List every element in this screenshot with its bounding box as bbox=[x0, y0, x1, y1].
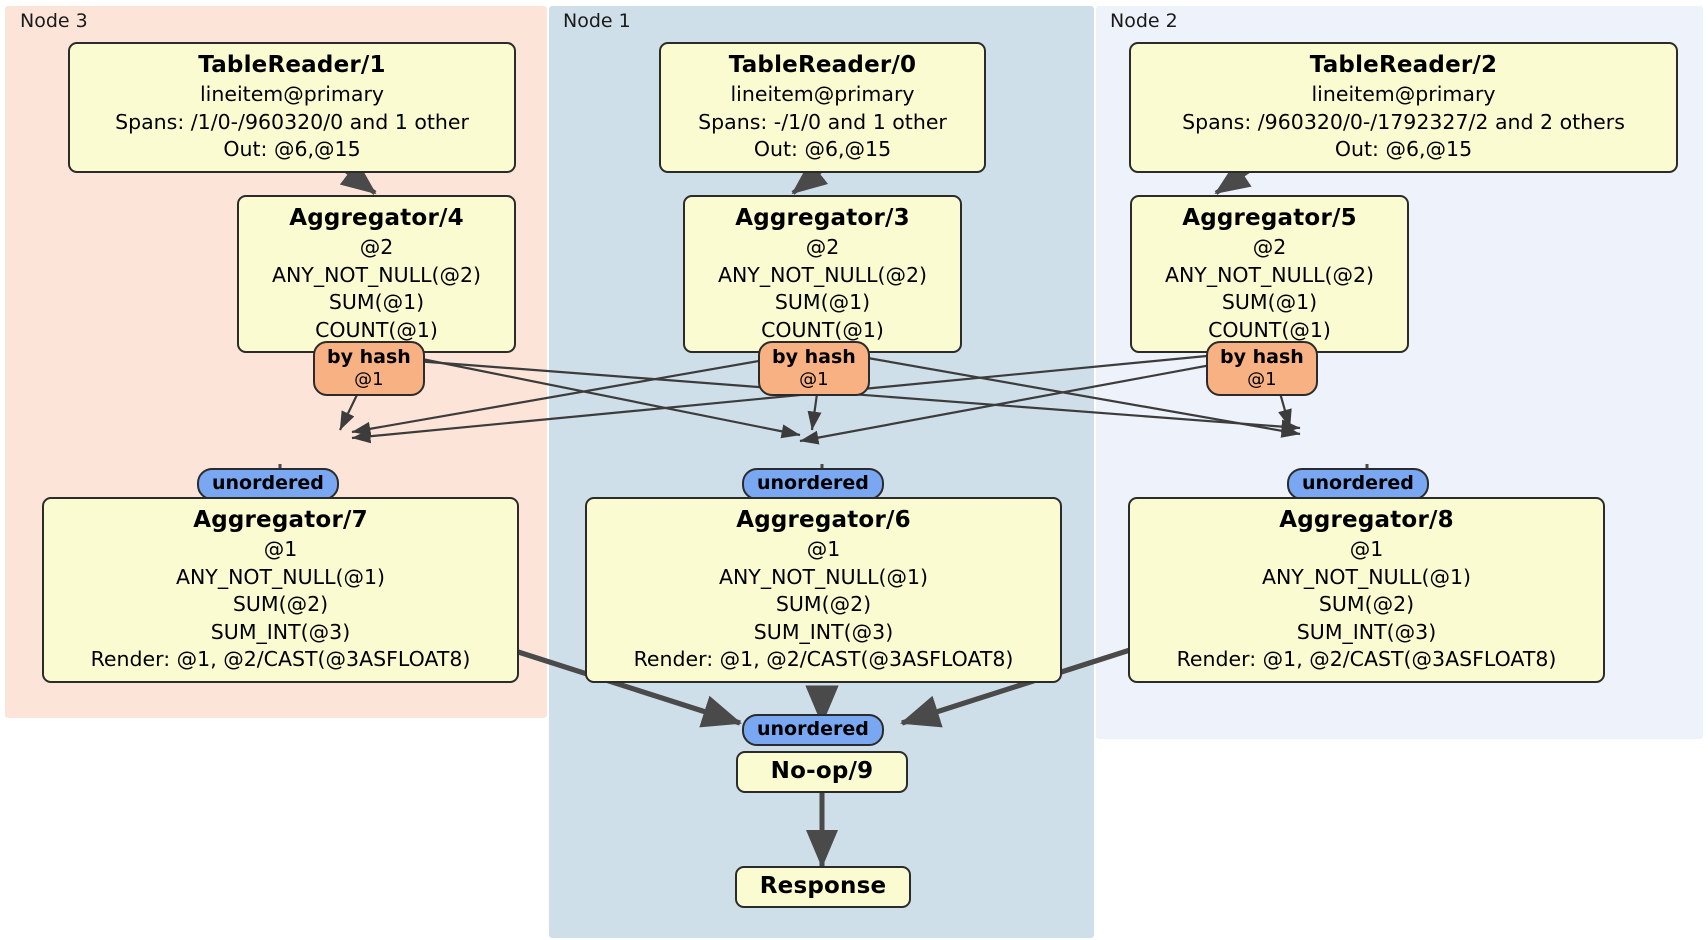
processor-line: Out: @6,@15 bbox=[223, 137, 361, 161]
processor-line: @2 bbox=[359, 235, 394, 259]
sync-badge-unordered-right[interactable]: unordered bbox=[1287, 468, 1429, 500]
router-badge-by-hash-mid[interactable]: by hash @1 bbox=[758, 341, 870, 396]
processor-line: lineitem@primary bbox=[730, 82, 915, 106]
processor-title: Aggregator/3 bbox=[735, 205, 910, 231]
sync-badge-label: unordered bbox=[212, 472, 324, 494]
processor-title: Aggregator/8 bbox=[1279, 507, 1454, 533]
processor-line: COUNT(@1) bbox=[1208, 317, 1331, 342]
sync-badge-unordered-final[interactable]: unordered bbox=[742, 714, 884, 746]
processor-line: SUM(@2) bbox=[775, 592, 872, 616]
processor-line: SUM_INT(@3) bbox=[753, 619, 894, 644]
processor-no-op-9[interactable]: No-op/9 bbox=[736, 751, 908, 793]
processor-line: lineitem@primary bbox=[199, 82, 385, 106]
processor-aggregator-3[interactable]: Aggregator/3 @2 ANY_NOT_NULL(@2) SUM(@1)… bbox=[683, 195, 962, 353]
processor-title: TableReader/0 bbox=[728, 52, 917, 78]
processor-line: SUM(@1) bbox=[1221, 290, 1318, 314]
processor-line: SUM_INT(@3) bbox=[210, 619, 351, 644]
router-badge-label: by hash bbox=[772, 346, 856, 368]
processor-line: @2 bbox=[805, 235, 840, 259]
processor-line: Render: @1, @2/CAST(@3ASFLOAT8) bbox=[633, 647, 1014, 671]
sync-badge-label: unordered bbox=[757, 472, 869, 494]
processor-line: ANY_NOT_NULL(@2) bbox=[1164, 262, 1375, 287]
processor-line: @1 bbox=[806, 537, 841, 561]
processor-title: TableReader/2 bbox=[1309, 52, 1498, 78]
router-badge-by-hash-left[interactable]: by hash @1 bbox=[313, 341, 425, 396]
processor-line: COUNT(@1) bbox=[761, 317, 884, 342]
sync-badge-label: unordered bbox=[757, 718, 869, 740]
processor-table-reader-2[interactable]: TableReader/2 lineitem@primary Spans: /9… bbox=[1129, 42, 1678, 173]
processor-title: Aggregator/4 bbox=[289, 205, 464, 231]
processor-aggregator-5[interactable]: Aggregator/5 @2 ANY_NOT_NULL(@2) SUM(@1)… bbox=[1130, 195, 1409, 353]
processor-line: ANY_NOT_NULL(@2) bbox=[271, 262, 482, 287]
processor-title: TableReader/1 bbox=[198, 52, 386, 78]
processor-line: Spans: -/1/0 and 1 other bbox=[698, 109, 947, 134]
panel-node-1-label: Node 1 bbox=[563, 10, 631, 32]
processor-line: @2 bbox=[1252, 235, 1287, 259]
processor-aggregator-4[interactable]: Aggregator/4 @2 ANY_NOT_NULL(@2) SUM(@1)… bbox=[237, 195, 516, 353]
processor-line: SUM(@1) bbox=[774, 290, 871, 314]
router-badge-column: @1 bbox=[354, 369, 384, 390]
processor-title: Aggregator/6 bbox=[736, 507, 911, 533]
processor-title: Aggregator/5 bbox=[1182, 205, 1357, 231]
processor-line: SUM(@1) bbox=[328, 290, 425, 314]
processor-line: Out: @6,@15 bbox=[753, 137, 892, 161]
panel-node-3-label: Node 3 bbox=[20, 10, 88, 32]
processor-line: COUNT(@1) bbox=[315, 317, 438, 342]
panel-node-2-label: Node 2 bbox=[1110, 10, 1178, 32]
processor-response[interactable]: Response bbox=[735, 866, 911, 908]
processor-title: Response bbox=[759, 873, 887, 899]
processor-table-reader-1[interactable]: TableReader/1 lineitem@primary Spans: /1… bbox=[68, 42, 516, 173]
processor-line: ANY_NOT_NULL(@1) bbox=[718, 564, 929, 589]
sync-badge-label: unordered bbox=[1302, 472, 1414, 494]
sync-badge-unordered-mid[interactable]: unordered bbox=[742, 468, 884, 500]
router-badge-label: by hash bbox=[327, 346, 411, 368]
processor-line: SUM_INT(@3) bbox=[1296, 619, 1437, 644]
processor-line: ANY_NOT_NULL(@1) bbox=[175, 564, 386, 589]
processor-table-reader-0[interactable]: TableReader/0 lineitem@primary Spans: -/… bbox=[659, 42, 986, 173]
processor-line: Render: @1, @2/CAST(@3ASFLOAT8) bbox=[1176, 647, 1557, 671]
processor-line: Render: @1, @2/CAST(@3ASFLOAT8) bbox=[90, 647, 471, 671]
processor-line: lineitem@primary bbox=[1311, 82, 1496, 106]
processor-line: @1 bbox=[263, 537, 298, 561]
processor-line: @1 bbox=[1349, 537, 1384, 561]
processor-line: SUM(@2) bbox=[232, 592, 329, 616]
processor-line: ANY_NOT_NULL(@2) bbox=[717, 262, 928, 287]
processor-line: Out: @6,@15 bbox=[1334, 137, 1473, 161]
sync-badge-unordered-left[interactable]: unordered bbox=[197, 468, 339, 500]
processor-aggregator-7[interactable]: Aggregator/7 @1 ANY_NOT_NULL(@1) SUM(@2)… bbox=[42, 497, 519, 683]
router-badge-column: @1 bbox=[1247, 369, 1277, 390]
processor-title: Aggregator/7 bbox=[193, 507, 368, 533]
router-badge-column: @1 bbox=[799, 369, 829, 390]
processor-line: SUM(@2) bbox=[1318, 592, 1415, 616]
processor-title: No-op/9 bbox=[770, 758, 874, 784]
processor-line: Spans: /1/0-/960320/0 and 1 other bbox=[115, 109, 469, 134]
processor-line: ANY_NOT_NULL(@1) bbox=[1261, 564, 1472, 589]
router-badge-label: by hash bbox=[1220, 346, 1304, 368]
router-badge-by-hash-right[interactable]: by hash @1 bbox=[1206, 341, 1318, 396]
processor-line: Spans: /960320/0-/1792327/2 and 2 others bbox=[1182, 109, 1625, 134]
processor-aggregator-6[interactable]: Aggregator/6 @1 ANY_NOT_NULL(@1) SUM(@2)… bbox=[585, 497, 1062, 683]
processor-aggregator-8[interactable]: Aggregator/8 @1 ANY_NOT_NULL(@1) SUM(@2)… bbox=[1128, 497, 1605, 683]
